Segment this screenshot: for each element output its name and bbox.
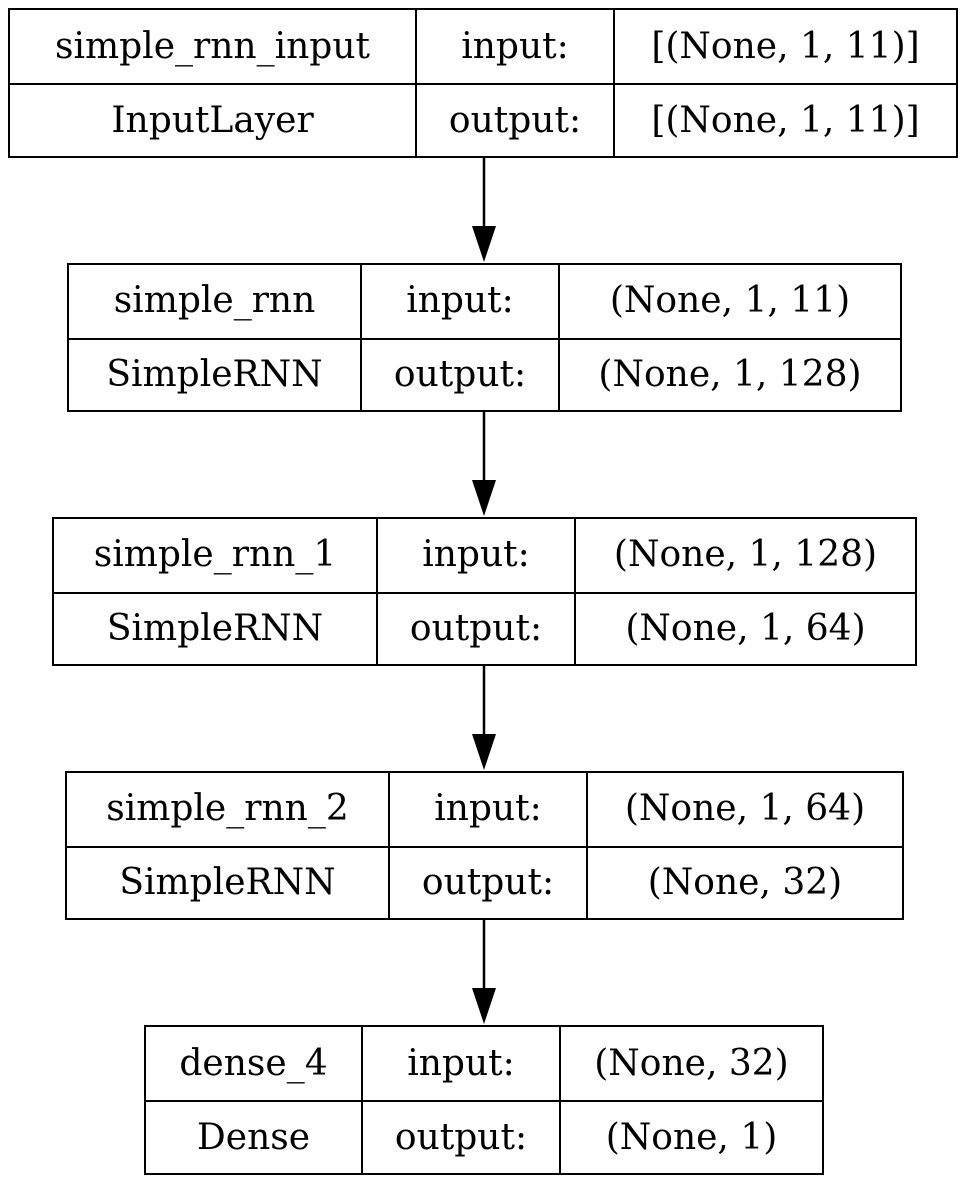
layer-node-simple-rnn-1: simple_rnn_1 input: (None, 1, 128) Simpl…: [52, 517, 917, 666]
output-label: output:: [360, 337, 558, 410]
layer-node-dense-4: dense_4 input: (None, 32) Dense output: …: [144, 1025, 824, 1175]
output-shape: (None, 1, 128): [558, 337, 900, 410]
layer-type: InputLayer: [10, 83, 415, 156]
input-label: input:: [361, 1027, 559, 1100]
output-shape: (None, 1): [559, 1100, 822, 1173]
input-label: input:: [360, 265, 558, 338]
input-shape: [(None, 1, 11)]: [613, 10, 956, 83]
layer-type: SimpleRNN: [54, 591, 376, 665]
layer-name: simple_rnn_input: [55, 25, 370, 67]
layer-node-simple-rnn-2: simple_rnn_2 input: (None, 1, 64) Simple…: [65, 771, 904, 920]
arrow-3-to-4: [472, 920, 496, 1024]
input-shape: (None, 1, 128): [574, 519, 915, 592]
output-shape: (None, 32): [586, 845, 902, 918]
layer-name: simple_rnn_1: [93, 534, 337, 576]
layer-type: SimpleRNN: [69, 337, 360, 411]
output-label: output:: [415, 83, 613, 156]
input-shape: (None, 32): [559, 1027, 822, 1100]
layer-node-simple-rnn: simple_rnn input: (None, 1, 11) SimpleRN…: [67, 263, 902, 412]
layer-name: simple_rnn: [113, 280, 316, 322]
input-shape: (None, 1, 11): [558, 265, 900, 338]
arrow-2-to-3: [472, 666, 496, 770]
arrow-0-to-1: [472, 158, 496, 262]
output-shape: [(None, 1, 11)]: [613, 83, 956, 156]
layer-type: Dense: [146, 1100, 361, 1173]
layer-type: SimpleRNN: [67, 845, 388, 919]
output-shape: (None, 1, 64): [574, 591, 915, 664]
layer-name: dense_4: [179, 1042, 328, 1084]
output-label: output:: [361, 1100, 559, 1173]
arrow-1-to-2: [472, 412, 496, 516]
output-label: output:: [376, 591, 574, 664]
input-label: input:: [376, 519, 574, 592]
layer-node-simple-rnn-input: simple_rnn_input input: [(None, 1, 11)] …: [8, 8, 958, 158]
input-label: input:: [388, 773, 586, 846]
input-label: input:: [415, 10, 613, 83]
output-label: output:: [388, 845, 586, 918]
input-shape: (None, 1, 64): [586, 773, 902, 846]
layer-name: simple_rnn_2: [106, 788, 349, 830]
